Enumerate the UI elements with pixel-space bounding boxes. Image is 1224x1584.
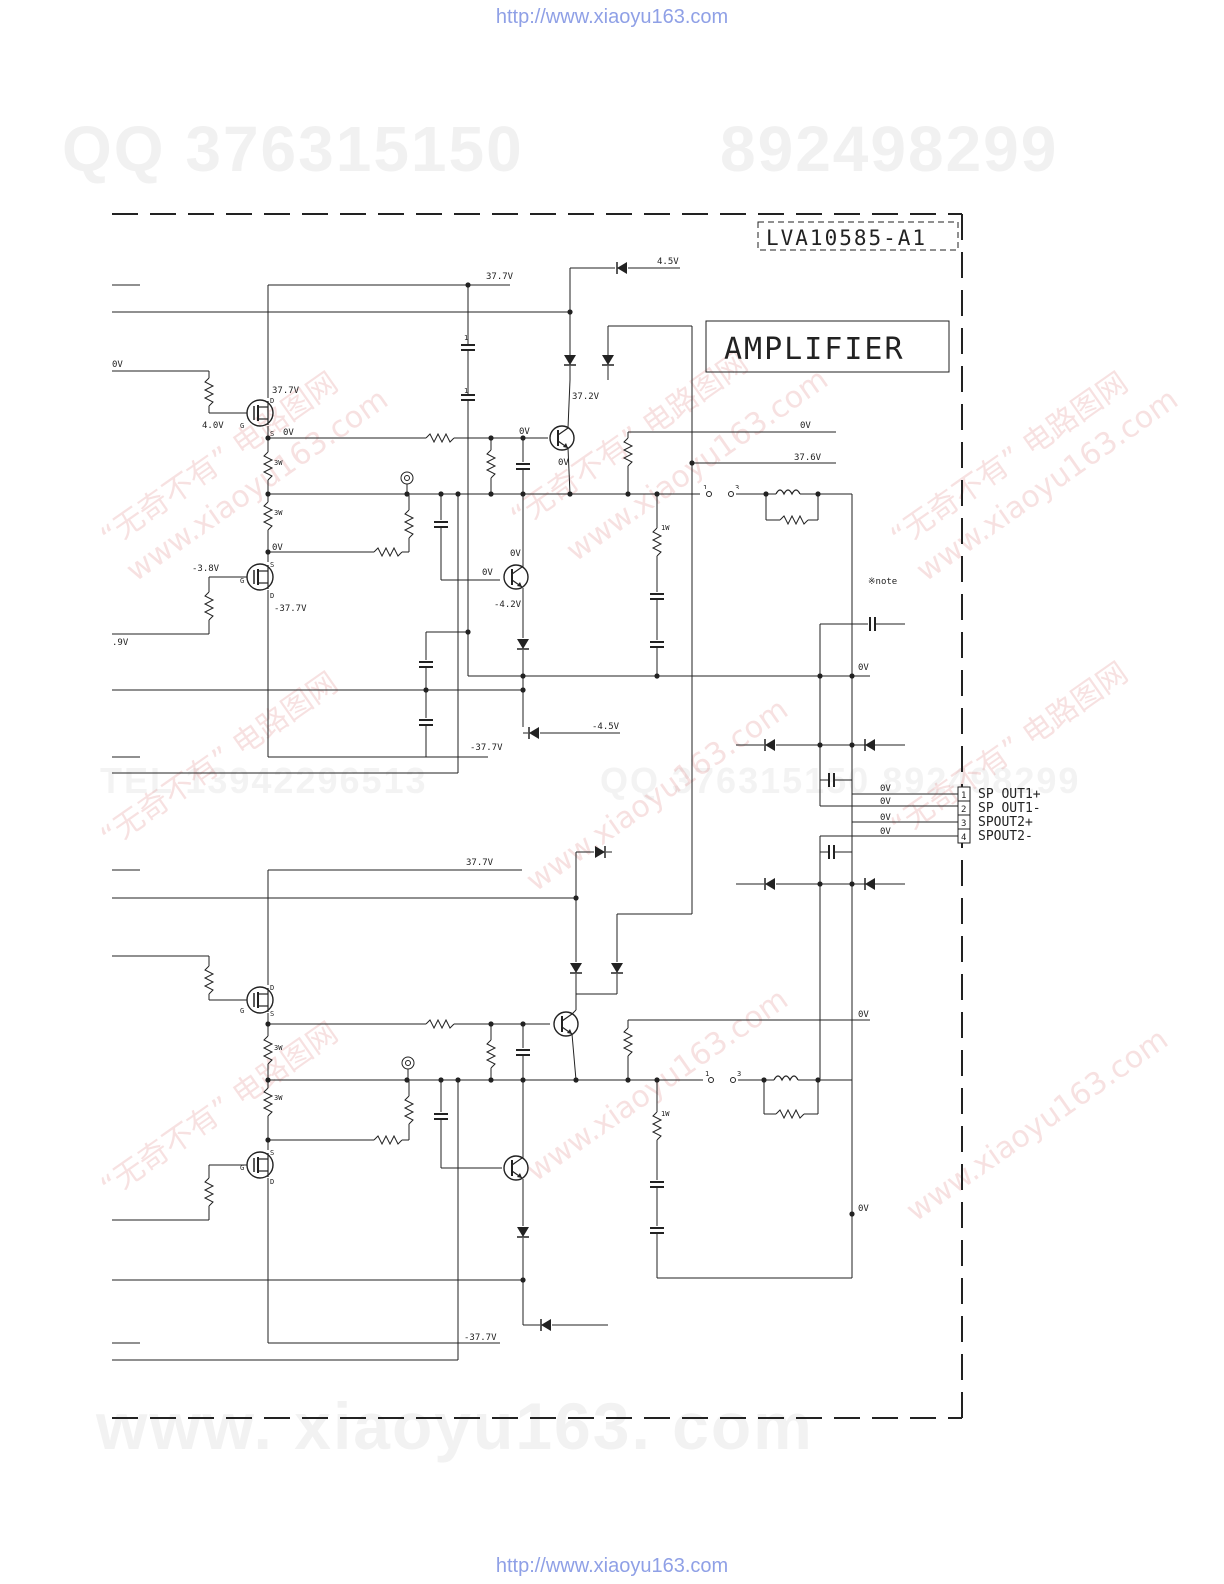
watermark-qq-right: 892498299 [720,113,1059,185]
v-low-right-0v: 0V [858,1010,869,1020]
svg-text:3W: 3W [274,1094,283,1102]
v-m4-2: -4.2V [494,600,522,610]
svg-text:S: S [270,430,274,438]
v-m3-8: -3.8V [192,564,220,574]
svg-text:D: D [270,397,274,405]
v-bot2-m37-7: -37.7V [464,1333,497,1343]
conn-pin-3: 3 [961,819,966,829]
v-qn-b-0v: 0V [482,568,493,578]
v-top-37-7: 37.7V [486,272,514,282]
v-conn3-0v: 0V [880,813,891,823]
v-conn2-0v: 0V [880,797,891,807]
svg-text:3: 3 [735,484,739,492]
svg-text:G: G [240,577,244,585]
v-left-0v: 0V [112,360,123,370]
svg-text:G: G [240,1164,244,1172]
v-low-right2-0v: 0V [858,1204,869,1214]
v-left-9v: .9V [112,638,129,648]
svg-text:1W: 1W [661,1110,670,1118]
svg-text:G: G [240,422,244,430]
conn-label-1: SP OUT1+ [978,787,1041,802]
v-37-2: 37.2V [572,392,600,402]
v-q2s-0v: 0V [272,543,283,553]
conn-pin-2: 2 [961,805,966,815]
v-right-mid-0v: 0V [858,663,869,673]
v-qn-0v: 0V [510,549,521,559]
v-37-6: 37.6V [794,453,822,463]
svg-text:1: 1 [703,484,707,492]
svg-text:S: S [270,1149,274,1157]
conn-pin-1: 1 [961,791,966,801]
svg-text:3W: 3W [274,459,283,467]
svg-text:S: S [270,1010,274,1018]
svg-text:3W: 3W [274,1044,283,1052]
svg-text:D: D [270,984,274,992]
board-label: LVA10585-A1 [766,226,927,250]
v-q1s-0v: 0V [283,428,294,438]
svg-text:G: G [240,1007,244,1015]
svg-text:1W: 1W [661,524,670,532]
conn-pin-4: 4 [961,833,966,843]
v-4-5-top: 4.5V [657,257,679,267]
note-label: ※note [868,577,897,587]
footer-url[interactable]: http://www.xiaoyu163.com [495,1555,729,1577]
conn-label-2: SP OUT1- [978,801,1041,816]
v-q2-m37-7: -37.7V [274,604,307,614]
v-4-0: 4.0V [202,421,224,431]
v-bot1-m37-7: -37.7V [470,743,503,753]
conn-label-3: SPOUT2+ [978,815,1033,830]
v-upper-bjt-0v: 0V [558,458,569,468]
conn-label-4: SPOUT2- [978,829,1033,844]
v-conn1-0v: 0V [880,784,891,794]
svg-text:1: 1 [464,334,468,342]
svg-text:1: 1 [705,1070,709,1078]
v-m4-5: -4.5V [592,722,620,732]
v-mid-37-7: 37.7V [466,858,494,868]
svg-text:S: S [270,561,274,569]
watermark-bottom: www. xiaoyu163. com [96,1389,814,1463]
svg-text:D: D [270,592,274,600]
header-url[interactable]: http://www.xiaoyu163.com [495,6,729,28]
svg-text:1: 1 [464,387,468,395]
watermark-qq-left: QQ 376315150 [62,113,524,185]
v-conn4-0v: 0V [880,827,891,837]
v-top-right-0v: 0V [800,421,811,431]
v-q1-37-7: 37.7V [272,386,300,396]
watermark-tel: TEL 13942296513 [100,760,428,801]
block-title: AMPLIFIER [724,332,905,367]
v-top-q-0v: 0V [519,427,530,437]
svg-text:D: D [270,1178,274,1186]
svg-text:3W: 3W [274,509,283,517]
svg-text:3: 3 [737,1070,741,1078]
